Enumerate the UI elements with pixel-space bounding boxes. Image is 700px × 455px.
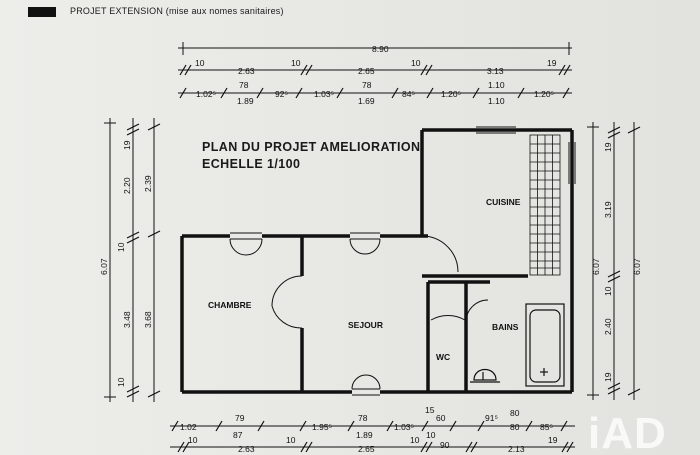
watermark-logo: iAD [588,409,667,455]
dimension-label: 1.95⁵ [312,422,332,432]
dimension-label: 10 [410,435,420,445]
dimension-label: 2.63 [238,66,255,76]
dimension-label: 2.20 [122,177,132,194]
windows [230,126,576,396]
dimension-label: 84⁵ [402,89,415,99]
dimension-label: 2.65 [358,444,375,454]
room-wc: WC [436,352,450,362]
dim-total-width: 8.90 [372,44,389,54]
dimension-label: 1.03⁵ [394,422,414,432]
right-dimension-lines [587,122,641,400]
dimension-label: 10 [286,435,296,445]
dimension-label: 79 [235,413,245,423]
dimension-label: 91⁵ [485,413,498,423]
dimension-label: 2.65 [358,66,375,76]
dimension-label: 19 [603,142,613,152]
walls [180,128,574,394]
dimension-label: 80 [510,422,520,432]
dimension-label: 1.02⁵ [196,89,216,99]
door-swings [229,235,489,390]
dimension-label: 15 [425,405,435,415]
dimension-label: 19 [548,435,558,445]
dimension-label: 10 [116,242,126,252]
left-dimension-lines [104,118,161,402]
dimension-label: 19 [122,140,132,150]
dimension-label: 10 [188,435,198,445]
dimension-label: 3.48 [122,311,132,328]
dimension-label: 1.69 [358,96,375,106]
dimension-texts: 8.90 10 2.63 10 2.65 10 3.13 19 1.02⁵ 78… [99,44,642,454]
dimension-label: 1.10 [488,96,505,106]
dimension-label: 3.13 [487,66,504,76]
dimension-label: 1.02 [180,422,197,432]
header-marker [28,7,56,17]
room-labels: CHAMBRE SEJOUR CUISINE BAINS WC [208,197,521,362]
dimension-label: 85⁵ [540,422,553,432]
dimension-label: 3.68 [143,311,153,328]
room-bains: BAINS [492,322,519,332]
dimension-label: 1.03⁵ [314,89,334,99]
bottom-dimension-lines [170,420,575,453]
header-title: PROJET EXTENSION (mise aux nomes sanitai… [70,6,284,16]
dimension-label: 78 [239,80,249,90]
dimension-label: 19 [547,58,557,68]
dimension-label: 78 [358,413,368,423]
dimension-label: 10 [291,58,301,68]
toilet [470,368,500,383]
dimension-label: 2.39 [143,175,153,192]
dimension-label: 60 [436,413,446,423]
kitchen-tile-grid [529,134,561,276]
dimension-label: 92⁵ [275,89,288,99]
bathtub [525,303,565,387]
dimension-label: 2.13 [508,444,525,454]
dimension-label: 90 [440,440,450,450]
dimension-label: 10 [195,58,205,68]
dimension-label: 78 [362,80,372,90]
dimension-label: 19 [603,372,613,382]
dimension-label: 2.63 [238,444,255,454]
dimension-label: 1.20⁵ [441,89,461,99]
dimension-label: 87 [233,430,243,440]
dimension-label: 1.89 [356,430,373,440]
plan-title: PLAN DU PROJET AMELIORATION [202,140,421,154]
dimension-label: 1.20⁵ [534,89,554,99]
plan-scale: ECHELLE 1/100 [202,157,301,171]
dimension-label: 10 [603,286,613,296]
dimension-label: 1.89 [237,96,254,106]
dimension-label: 80 [510,408,520,418]
dimension-label: 10 [426,430,436,440]
dimension-label: 10 [411,58,421,68]
room-sejour: SEJOUR [348,320,383,330]
dimension-label: 1.10 [488,80,505,90]
dimension-label: 10 [116,377,126,387]
dimension-label: 6.07 [591,258,601,275]
dimension-label: 2.40 [603,318,613,335]
room-cuisine: CUISINE [486,197,521,207]
top-dimension-lines [178,42,572,99]
room-chambre: CHAMBRE [208,300,252,310]
dimension-label: 6.07 [632,258,642,275]
dimension-label: 6.07 [99,258,109,275]
dimension-label: 3.19 [603,201,613,218]
